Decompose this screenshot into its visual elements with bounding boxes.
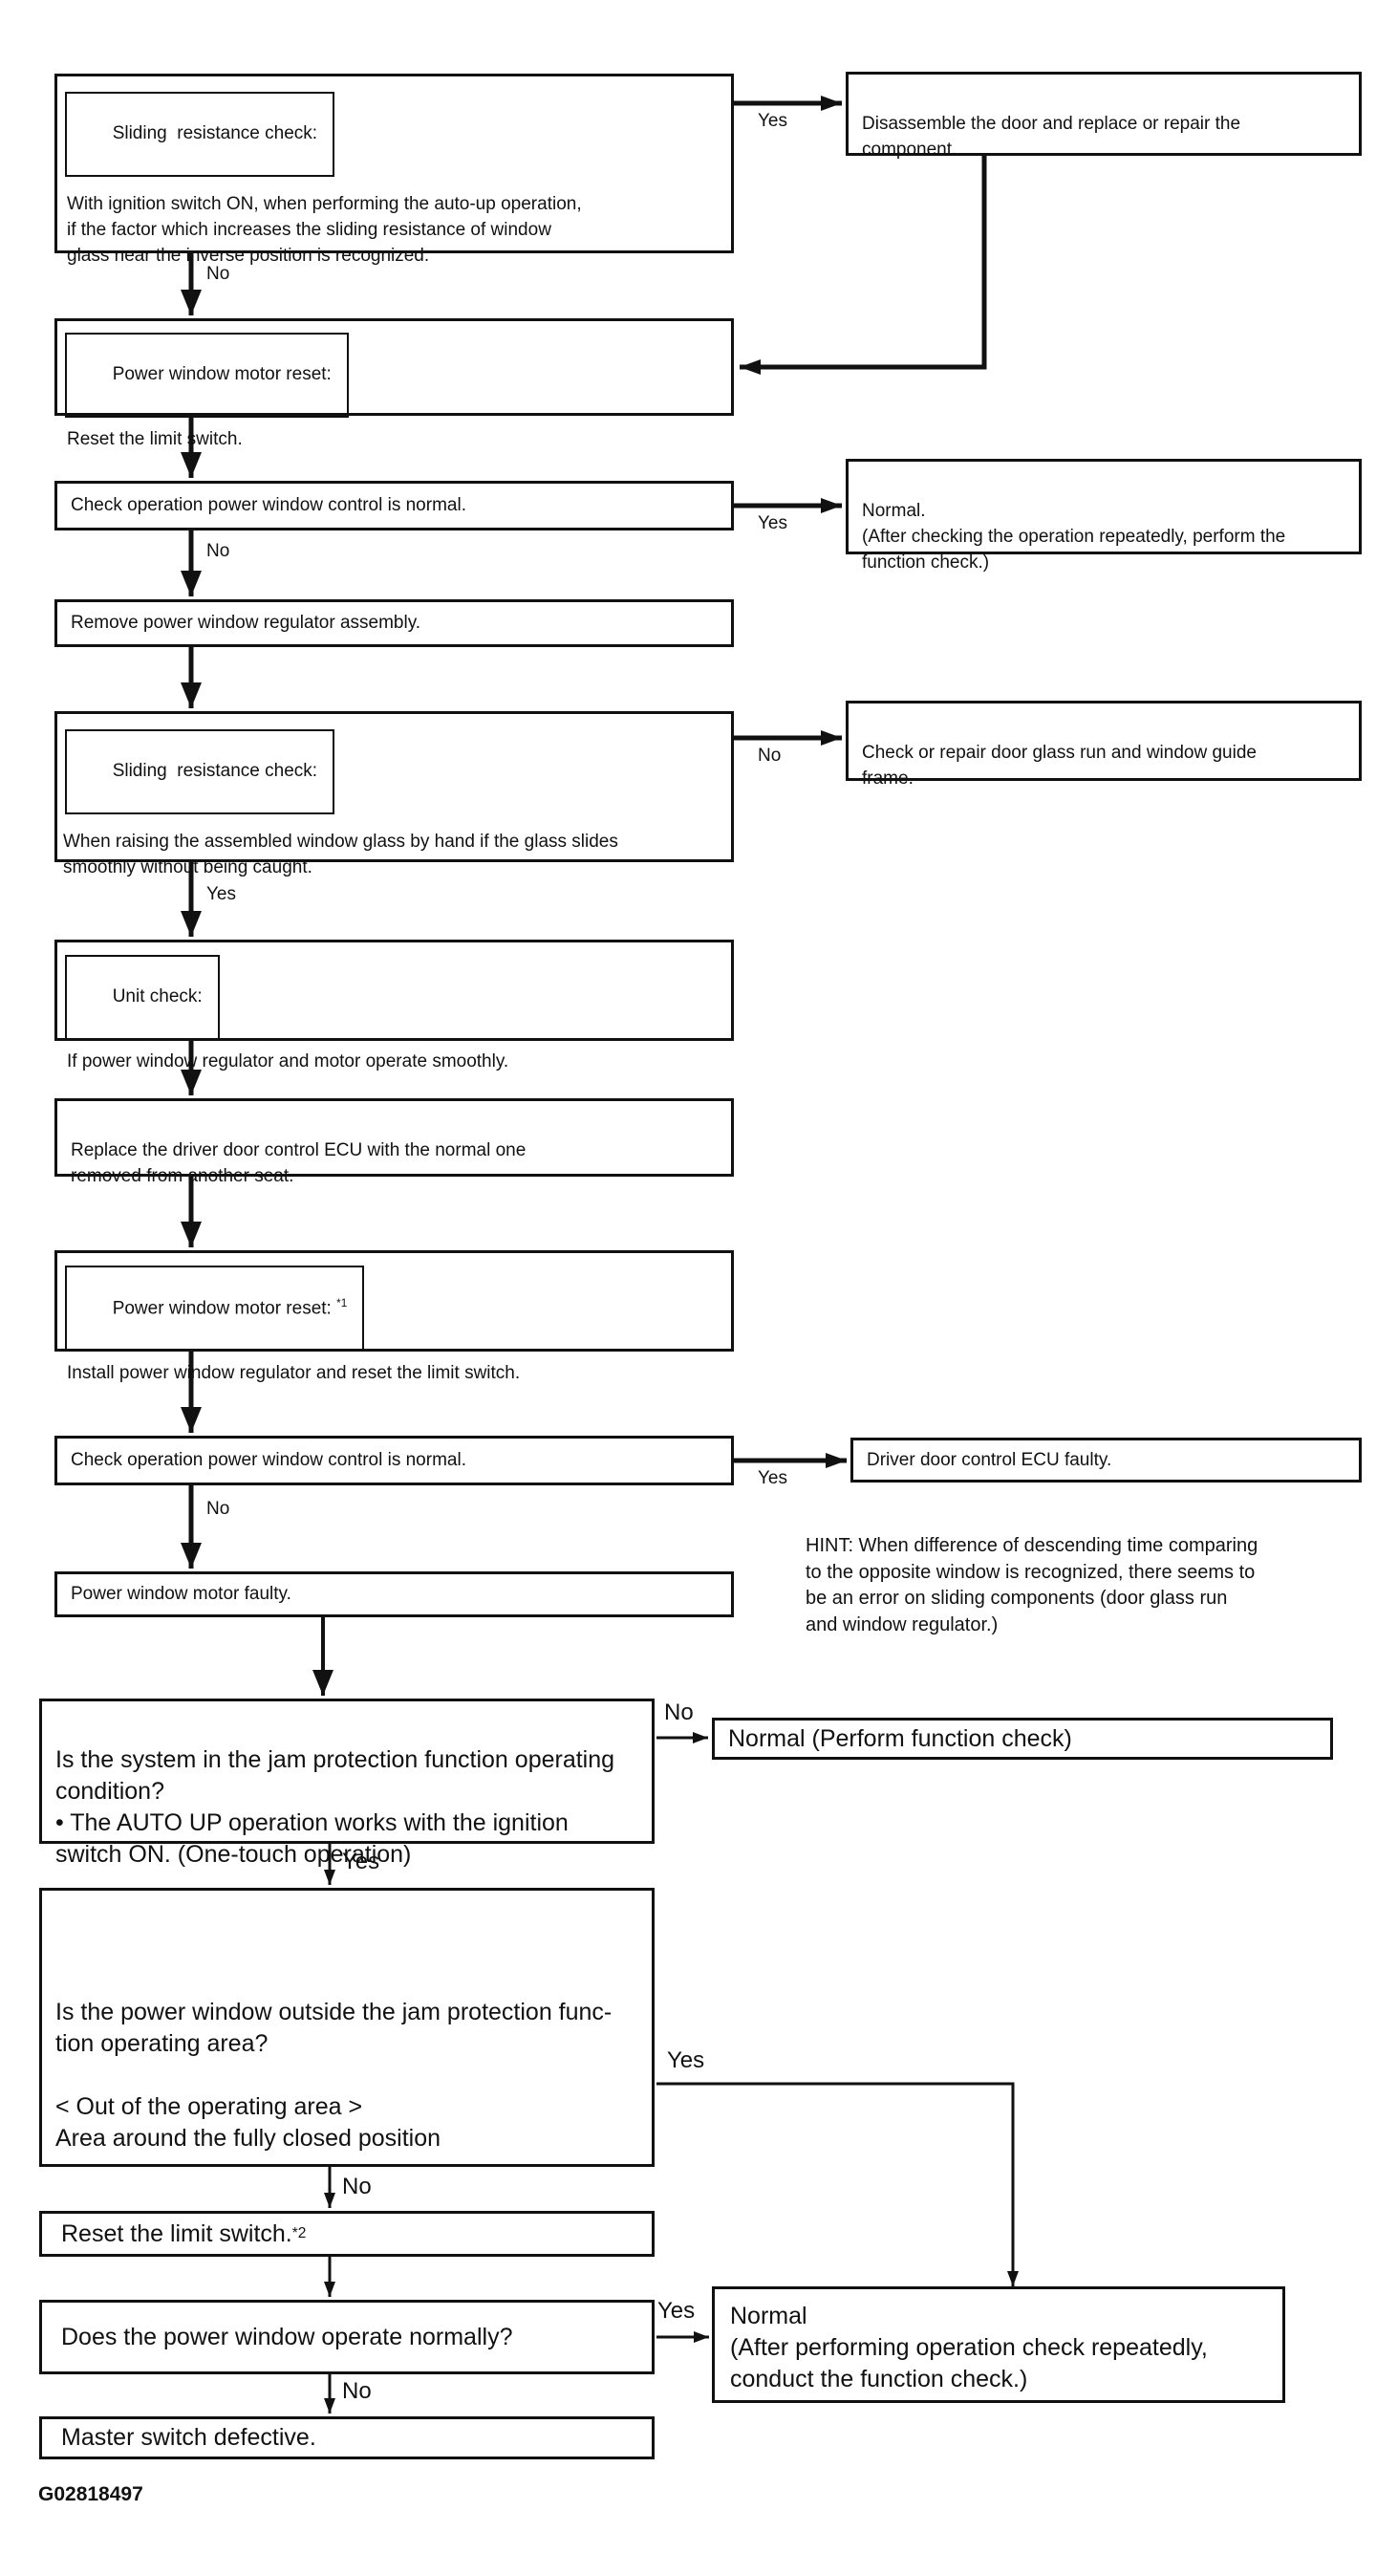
node-text: Normal (Perform function check) (728, 1724, 1072, 1752)
node-remove-regulator: Remove power window regulator assembly. (54, 599, 734, 647)
node-text: Check operation power window control is … (71, 1450, 466, 1470)
node-title-box: Power window motor reset: *1 (65, 1266, 365, 1352)
edge-label-yes-3: Yes (206, 884, 236, 904)
node-title-box: Unit check: (65, 955, 220, 1040)
node-title: Sliding resistance check: (112, 760, 318, 781)
edge-label-no-3: No (758, 746, 782, 766)
result-ecu-faulty: Driver door control ECU faulty. (850, 1438, 1362, 1483)
hint-note: HINT: When difference of descending time… (806, 1535, 1258, 1635)
node-text: Is the power window outside the jam prot… (55, 1999, 613, 2152)
node-check-operation-2: Check operation power window control is … (54, 1436, 734, 1485)
node-body: Install power window regulator and reset… (67, 1363, 521, 1383)
edge-label-yes-1: Yes (758, 111, 787, 131)
node-power-window-motor-reset-2: Power window motor reset: *1 Install pow… (54, 1250, 734, 1383)
node-body: Reset the limit switch. (67, 428, 243, 449)
node-outside-jam-area: Is the power window outside the jam prot… (39, 1888, 655, 2167)
node-body: When raising the assembled window glass … (63, 831, 618, 877)
edge-label-no-7: No (342, 2378, 372, 2404)
node-text: Power window motor faulty. (71, 1584, 291, 1604)
node-text: Driver door control ECU faulty. (867, 1449, 1112, 1470)
node-text: Check or repair door glass run and windo… (862, 742, 1257, 789)
edge-label-no-4: No (206, 1499, 230, 1519)
node-replace-driver-door-ecu: Replace the driver door control ECU with… (54, 1098, 734, 1186)
result-normal-after-checking: Normal. (After checking the operation re… (846, 459, 1362, 573)
node-text: Reset the limit switch. (61, 2219, 292, 2247)
result-disassemble-door: Disassemble the door and replace or repa… (846, 72, 1362, 160)
node-text: Master switch defective. (61, 2424, 316, 2451)
node-text: Disassemble the door and replace or repa… (862, 113, 1241, 160)
node-title-box: Sliding resistance check: (65, 92, 335, 177)
node-body: If power window regulator and motor oper… (67, 1050, 509, 1072)
node-text: Remove power window regulator assembly. (71, 613, 421, 633)
result-normal-perform-function-check: Normal (Perform function check) (712, 1718, 1333, 1760)
node-text: Check operation power window control is … (71, 495, 466, 515)
footnote-marker-2: *2 (291, 2224, 307, 2241)
connector-disassemble-b2 (740, 153, 987, 375)
node-sliding-resistance-check-1: Sliding resistance check: With ignition … (54, 74, 734, 266)
node-title: Power window motor reset: (112, 1298, 337, 1319)
edge-label-yes-2: Yes (758, 513, 787, 533)
node-text: Does the power window operate normally? (61, 2323, 513, 2350)
node-power-window-motor-faulty: Power window motor faulty. (54, 1571, 734, 1617)
node-power-window-motor-reset-1: Power window motor reset: Reset the limi… (54, 318, 734, 449)
node-title-box: Sliding resistance check: (65, 729, 335, 814)
connector-b12-normal3 (656, 2082, 1019, 2286)
edge-label-no-2: No (206, 541, 230, 561)
node-check-operation-1: Check operation power window control is … (54, 481, 734, 530)
edge-label-yes-5: Yes (342, 1849, 380, 1874)
node-text: Normal (After performing operation check… (730, 2303, 1208, 2392)
edge-label-no-1: No (206, 264, 230, 284)
result-normal-after-operation-check: Normal (After performing operation check… (712, 2286, 1285, 2403)
edge-label-no-6: No (342, 2174, 372, 2199)
node-title-box: Power window motor reset: (65, 333, 349, 418)
node-title: Sliding resistance check: (112, 122, 318, 143)
node-jam-protection-condition: Is the system in the jam protection func… (39, 1699, 655, 1868)
result-repair-glass-run: Check or repair door glass run and windo… (846, 701, 1362, 789)
figure-code: G02818497 (38, 2483, 143, 2505)
node-unit-check: Unit check: If power window regulator an… (54, 940, 734, 1072)
node-title: Unit check: (112, 985, 203, 1007)
node-title: Power window motor reset: (112, 363, 332, 384)
node-master-switch-defective: Master switch defective. (39, 2416, 655, 2459)
node-text: Normal. (After checking the operation re… (862, 500, 1286, 573)
footnote-marker-1: *1 (336, 1296, 348, 1310)
edge-label-yes-7: Yes (657, 2298, 696, 2324)
edge-label-yes-4: Yes (758, 1468, 787, 1488)
edge-label-yes-6: Yes (667, 2047, 705, 2073)
node-text: Replace the driver door control ECU with… (71, 1139, 527, 1186)
node-window-operate-normally: Does the power window operate normally? (39, 2300, 655, 2374)
node-body: With ignition switch ON, when performing… (67, 193, 582, 266)
node-reset-limit-switch: Reset the limit switch. *2 (39, 2211, 655, 2257)
node-text: Is the system in the jam protection func… (55, 1746, 615, 1868)
node-sliding-resistance-check-2: Sliding resistance check: When raising t… (54, 711, 734, 877)
edge-label-no-5: No (664, 1699, 694, 1725)
